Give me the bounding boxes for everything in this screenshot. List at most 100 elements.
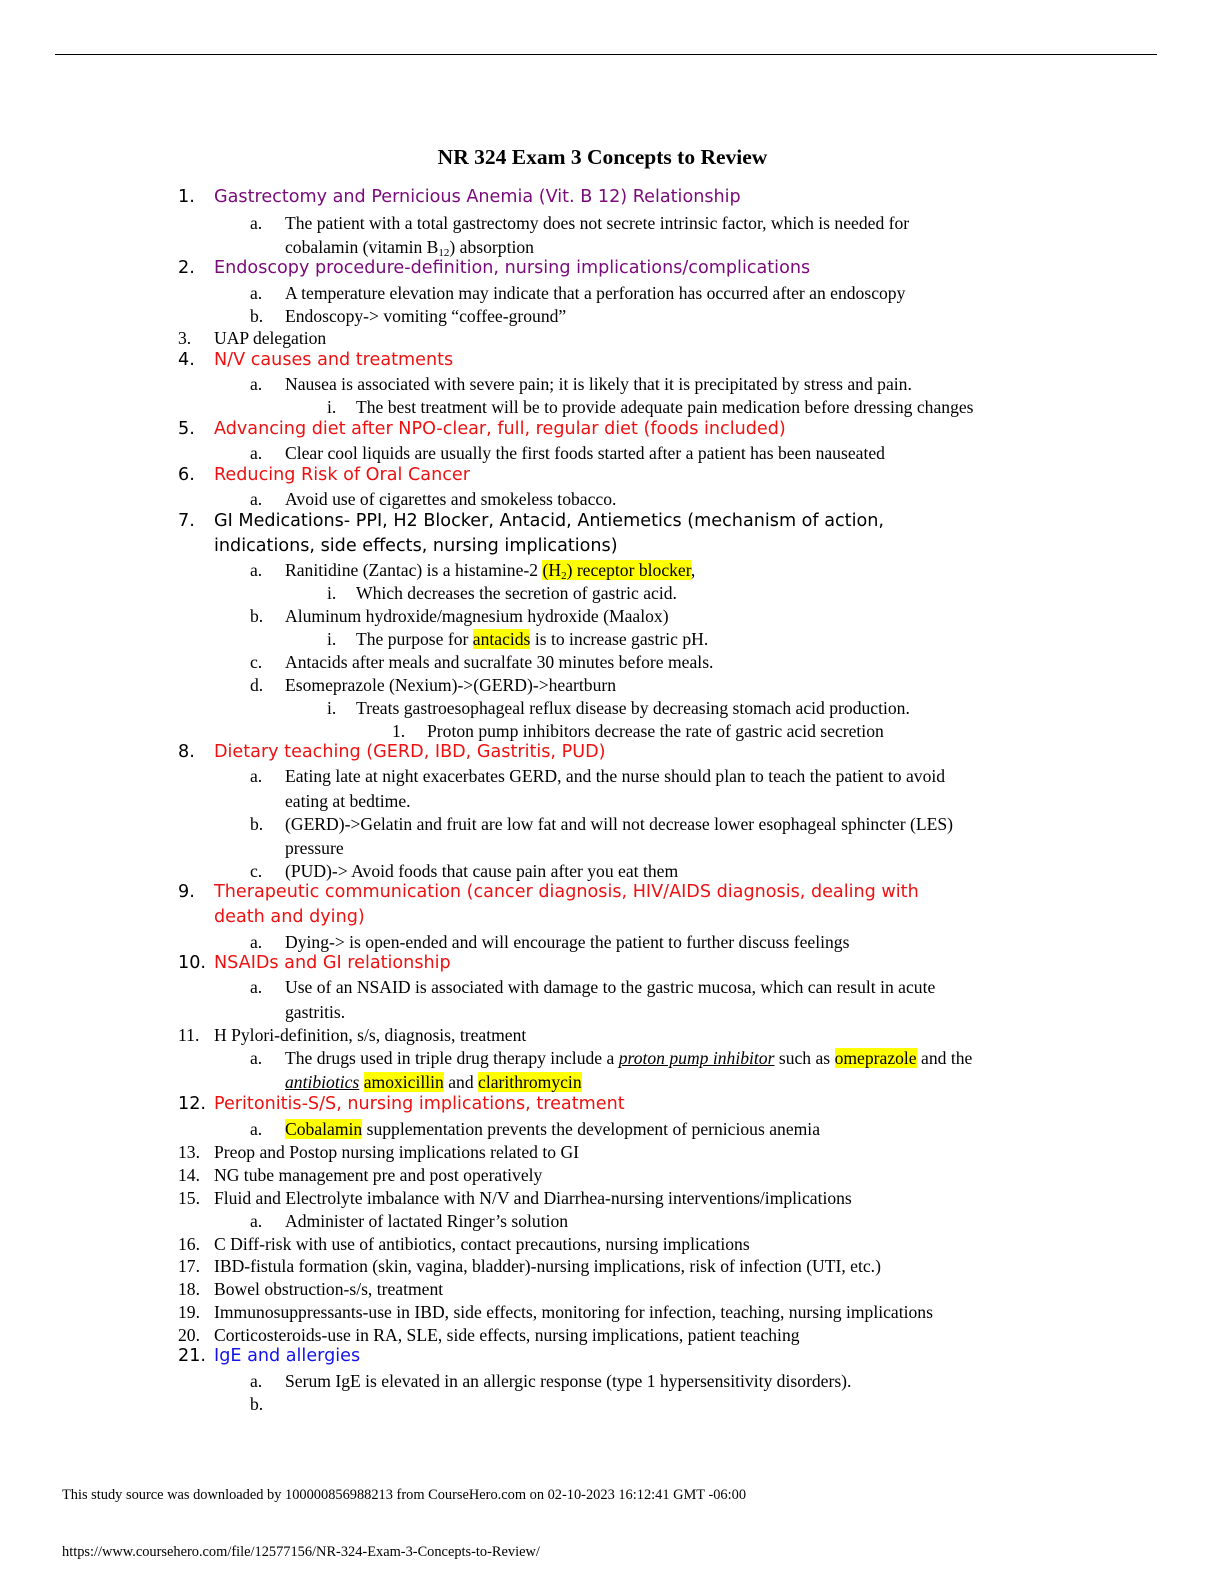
item-number: 16.	[178, 1234, 200, 1254]
item-text: Bowel obstruction-s/s, treatment	[214, 1279, 444, 1299]
item-text: Endoscopy procedure-definition, nursing …	[214, 258, 811, 278]
download-notice: This study source was downloaded by 1000…	[62, 1487, 747, 1503]
item-text: Dietary teaching (GERD, IBD, Gastritis, …	[214, 742, 606, 762]
sub-item-text: Nausea is associated with severe pain; i…	[285, 374, 912, 394]
highlighted-text: amoxicillin	[363, 1072, 444, 1092]
sub-sub-item-numeral: i.	[327, 397, 337, 417]
sub-item-letter: b.	[250, 306, 264, 326]
sub-item-letter: d.	[250, 675, 264, 695]
item-text: Reducing Risk of Oral Cancer	[214, 465, 470, 485]
sub-item-letter: a.	[250, 766, 263, 786]
item-text: UAP delegation	[214, 328, 327, 348]
sub-sub-item-numeral: i.	[327, 583, 337, 603]
item-text: death and dying)	[214, 907, 365, 927]
sub-item-text: (PUD)-> Avoid foods that cause pain afte…	[285, 861, 679, 881]
sub-item-text: Esomeprazole (Nexium)->(GERD)->heartburn	[285, 675, 617, 695]
item-text: indications, side effects, nursing impli…	[214, 536, 618, 556]
sub-sub-item-text: Which decreases the secretion of gastric…	[356, 583, 677, 603]
item-number: 1.	[178, 187, 195, 207]
item-number: 14.	[178, 1165, 200, 1185]
item-number: 21.	[178, 1346, 206, 1366]
item-text: Fluid and Electrolyte imbalance with N/V…	[214, 1188, 852, 1208]
sub-item-text: Dying-> is open-ended and will encourage…	[285, 932, 850, 952]
item-number: 15.	[178, 1188, 200, 1208]
sub-item-text: (GERD)->Gelatin and fruit are low fat an…	[285, 814, 953, 834]
item-number: 2.	[178, 258, 195, 278]
sub-item-letter: a.	[250, 560, 263, 580]
item-text: Preop and Postop nursing implications re…	[214, 1142, 580, 1162]
item-text: N/V causes and treatments	[214, 350, 454, 370]
sub-item-letter: c.	[250, 652, 263, 672]
highlighted-text: omeprazole	[834, 1048, 917, 1068]
sub-item-text: Eating late at night exacerbates GERD, a…	[285, 766, 946, 786]
sub-item-text: antibiotics amoxicillin and clarithromyc…	[285, 1072, 582, 1092]
item-number: 17.	[178, 1256, 200, 1276]
item-text: Therapeutic communication (cancer diagno…	[214, 882, 919, 902]
sub-item-letter: b.	[250, 606, 264, 626]
highlighted-text: (H2) receptor blocker	[542, 560, 691, 582]
sub-item-text: pressure	[285, 838, 344, 858]
sub-item-letter: a.	[250, 443, 263, 463]
item-text: IBD-fistula formation (skin, vagina, bla…	[214, 1256, 881, 1276]
sub-item-letter: c.	[250, 861, 263, 881]
item-text: Immunosuppressants-use in IBD, side effe…	[214, 1302, 933, 1322]
item-number: 11.	[178, 1025, 200, 1045]
sub-item-text: Endoscopy-> vomiting “coffee-ground”	[285, 306, 567, 326]
sub-item-text: A temperature elevation may indicate tha…	[285, 283, 906, 303]
item-text: Corticosteroids-use in RA, SLE, side eff…	[214, 1325, 800, 1345]
sub-item-letter: a.	[250, 213, 263, 233]
sub-item-text: The drugs used in triple drug therapy in…	[285, 1048, 973, 1068]
sub-item-text: eating at bedtime.	[285, 791, 411, 811]
item-number: 19.	[178, 1302, 200, 1322]
sub-sub-item-text: Treats gastroesophageal reflux disease b…	[356, 698, 910, 718]
item-text: NG tube management pre and post operativ…	[214, 1165, 543, 1185]
highlighted-text: antacids	[472, 629, 531, 649]
sub-item-letter: b.	[250, 814, 264, 834]
item-number: 9.	[178, 882, 195, 902]
item-text: H Pylori-definition, s/s, diagnosis, tre…	[214, 1025, 527, 1045]
item-text: Peritonitis-S/S, nursing implications, t…	[214, 1094, 625, 1114]
sub-item-letter: a.	[250, 1048, 263, 1068]
sub-item-text: Avoid use of cigarettes and smokeless to…	[285, 489, 617, 509]
sub-sub-item-text: The best treatment will be to provide ad…	[356, 397, 974, 417]
sub-item-letter: a.	[250, 977, 263, 997]
sub-sub-item-numeral: i.	[327, 698, 337, 718]
item-text: GI Medications- PPI, H2 Blocker, Antacid…	[214, 511, 884, 531]
sub-item-text: cobalamin (vitamin B12) absorption	[285, 237, 534, 259]
item-number: 13.	[178, 1142, 200, 1162]
sub-item-letter: a.	[250, 1119, 263, 1139]
item-number: 4.	[178, 350, 195, 370]
sub-sub-item-text: The purpose for antacids is to increase …	[356, 629, 709, 649]
item-text: Advancing diet after NPO-clear, full, re…	[214, 419, 786, 439]
sub-sub-item-numeral: i.	[327, 629, 337, 649]
item-number: 6.	[178, 465, 195, 485]
item-number: 10.	[178, 953, 206, 973]
sub-item-letter: a.	[250, 489, 263, 509]
item-number: 5.	[178, 419, 195, 439]
sub-item-text: gastritis.	[285, 1002, 346, 1022]
sub-item-text: Clear cool liquids are usually the first…	[285, 443, 885, 463]
item-number: 3.	[178, 328, 192, 348]
sub-sub-sub-item-text: Proton pump inhibitors decrease the rate…	[427, 721, 884, 741]
emphasized-text: proton pump inhibitor	[618, 1048, 775, 1068]
sub-item-text: Serum IgE is elevated in an allergic res…	[285, 1371, 852, 1391]
highlighted-text: clarithromycin	[478, 1072, 582, 1092]
emphasized-text: antibiotics	[285, 1072, 360, 1092]
sub-sub-sub-item-number: 1.	[392, 721, 406, 741]
sub-item-text: Aluminum hydroxide/magnesium hydroxide (…	[285, 606, 669, 626]
sub-item-text: Cobalamin supplementation prevents the d…	[285, 1119, 821, 1139]
sub-item-letter: a.	[250, 283, 263, 303]
page-title: NR 324 Exam 3 Concepts to Review	[437, 145, 768, 169]
item-number: 12.	[178, 1094, 206, 1114]
sub-item-text: The patient with a total gastrectomy doe…	[285, 213, 910, 233]
item-number: 7.	[178, 511, 195, 531]
sub-item-letter: a.	[250, 374, 263, 394]
sub-item-letter: a.	[250, 1211, 263, 1231]
top-rule	[55, 54, 1157, 55]
sub-item-letter: b.	[250, 1394, 264, 1414]
item-number: 8.	[178, 742, 195, 762]
sub-item-text: Antacids after meals and sucralfate 30 m…	[285, 652, 714, 672]
item-text: IgE and allergies	[214, 1346, 361, 1366]
item-text: NSAIDs and GI relationship	[214, 953, 451, 973]
